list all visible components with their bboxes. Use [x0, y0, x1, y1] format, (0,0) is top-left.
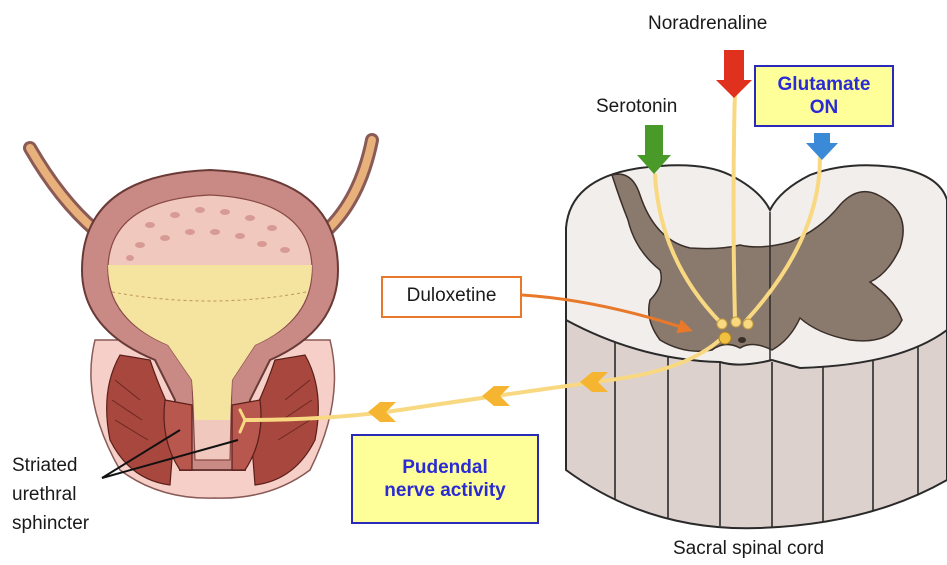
noradrenaline-axon	[734, 90, 736, 320]
duloxetine-label: Duloxetine	[407, 285, 497, 306]
spinal-cord	[566, 165, 947, 528]
spinal-cord-label: Sacral spinal cord	[673, 538, 824, 560]
glutamate-label: Glutamate	[756, 73, 892, 96]
noradrenaline-arrow	[716, 50, 752, 98]
duloxetine-box: Duloxetine	[381, 276, 522, 318]
pudendal-box: Pudendal nerve activity	[351, 434, 539, 524]
noradrenaline-label: Noradrenaline	[648, 13, 767, 35]
sphincter-label-line3: sphincter	[12, 513, 89, 535]
sphincter-label-line2: urethral	[12, 484, 76, 506]
sphincter-label-line1: Striated	[12, 455, 77, 477]
central-canal	[738, 337, 746, 343]
pudendal-label-line2: nerve activity	[353, 479, 537, 502]
bladder	[30, 140, 372, 498]
synapse-terminals	[717, 317, 753, 329]
serotonin-label: Serotonin	[596, 96, 677, 118]
pudendal-label-line1: Pudendal	[353, 456, 537, 479]
motor-neuron	[719, 332, 731, 344]
glutamate-box: Glutamate ON	[754, 65, 894, 127]
glutamate-arrow	[806, 133, 838, 160]
glutamate-state: ON	[756, 96, 892, 119]
